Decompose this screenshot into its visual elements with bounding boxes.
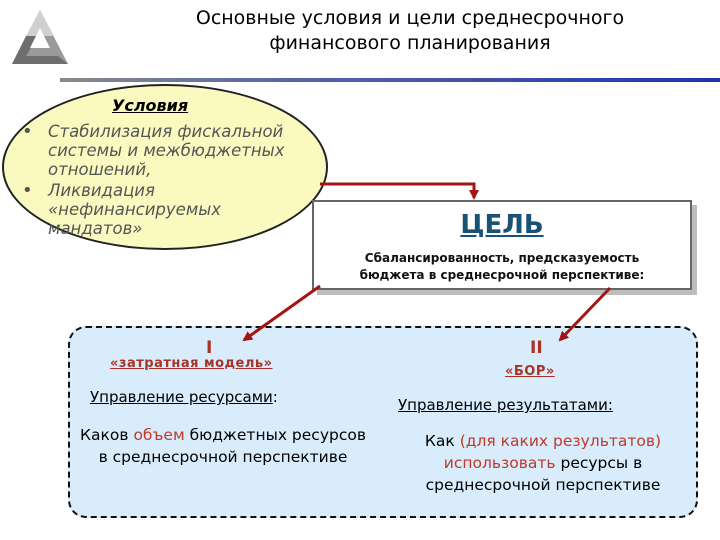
approach-1-model: «затратная модель»	[110, 356, 273, 371]
approach-2-body-pre: Как	[424, 432, 460, 450]
approach-2-number: II	[530, 338, 543, 358]
approach-2-body-highlight: (для каких результатов) использовать	[443, 432, 662, 472]
triangle-logo-icon	[12, 10, 68, 64]
approach-2-description: Как (для каких результатов) использовать…	[388, 430, 698, 496]
conditions-heading: Условия	[112, 96, 189, 115]
approach-1-body-highlight: объем	[133, 426, 185, 444]
approach-2-body-post: ресурсы в среднесрочной перспективе	[425, 454, 661, 494]
approach-2-model: «БОР»	[505, 364, 555, 379]
goal-description-line-1: Сбалансированность, предсказуемость	[364, 251, 640, 265]
approaches-box	[68, 326, 698, 518]
approach-1-heading-suffix: :	[272, 388, 278, 406]
condition-item: Ликвидация «нефинансируемых мандатов»	[20, 181, 310, 238]
page-title-line-2: финансового планирования	[269, 32, 551, 54]
approach-1-number: I	[206, 338, 213, 358]
title-divider	[60, 78, 720, 82]
condition-item: Стабилизация фискальной системы и межбюд…	[20, 122, 310, 179]
approach-1-body-post: бюджетных ресурсов в среднесрочной персп…	[98, 426, 366, 466]
approach-1-heading: Управление ресурсами:	[90, 388, 278, 406]
goal-box: ЦЕЛЬ Сбалансированность, предсказуемость…	[312, 200, 692, 290]
goal-description-line-2: бюджета в среднесрочной перспективе:	[359, 268, 645, 282]
approach-2-heading: Управление результатами:	[398, 396, 613, 414]
goal-heading: ЦЕЛЬ	[460, 210, 544, 240]
page-title: Основные условия и цели среднесрочного ф…	[150, 6, 670, 56]
page-title-line-1: Основные условия и цели среднесрочного	[195, 7, 625, 29]
approach-1-heading-text: Управление ресурсами	[90, 388, 273, 406]
conditions-list: Стабилизация фискальной системы и межбюд…	[20, 122, 310, 240]
arrow-conditions-to-goal	[320, 182, 479, 200]
goal-description: Сбалансированность, предсказуемость бюдж…	[324, 250, 680, 284]
approach-1-body-pre: Каков	[80, 426, 134, 444]
approach-1-description: Каков объем бюджетных ресурсов в среднес…	[78, 424, 368, 468]
